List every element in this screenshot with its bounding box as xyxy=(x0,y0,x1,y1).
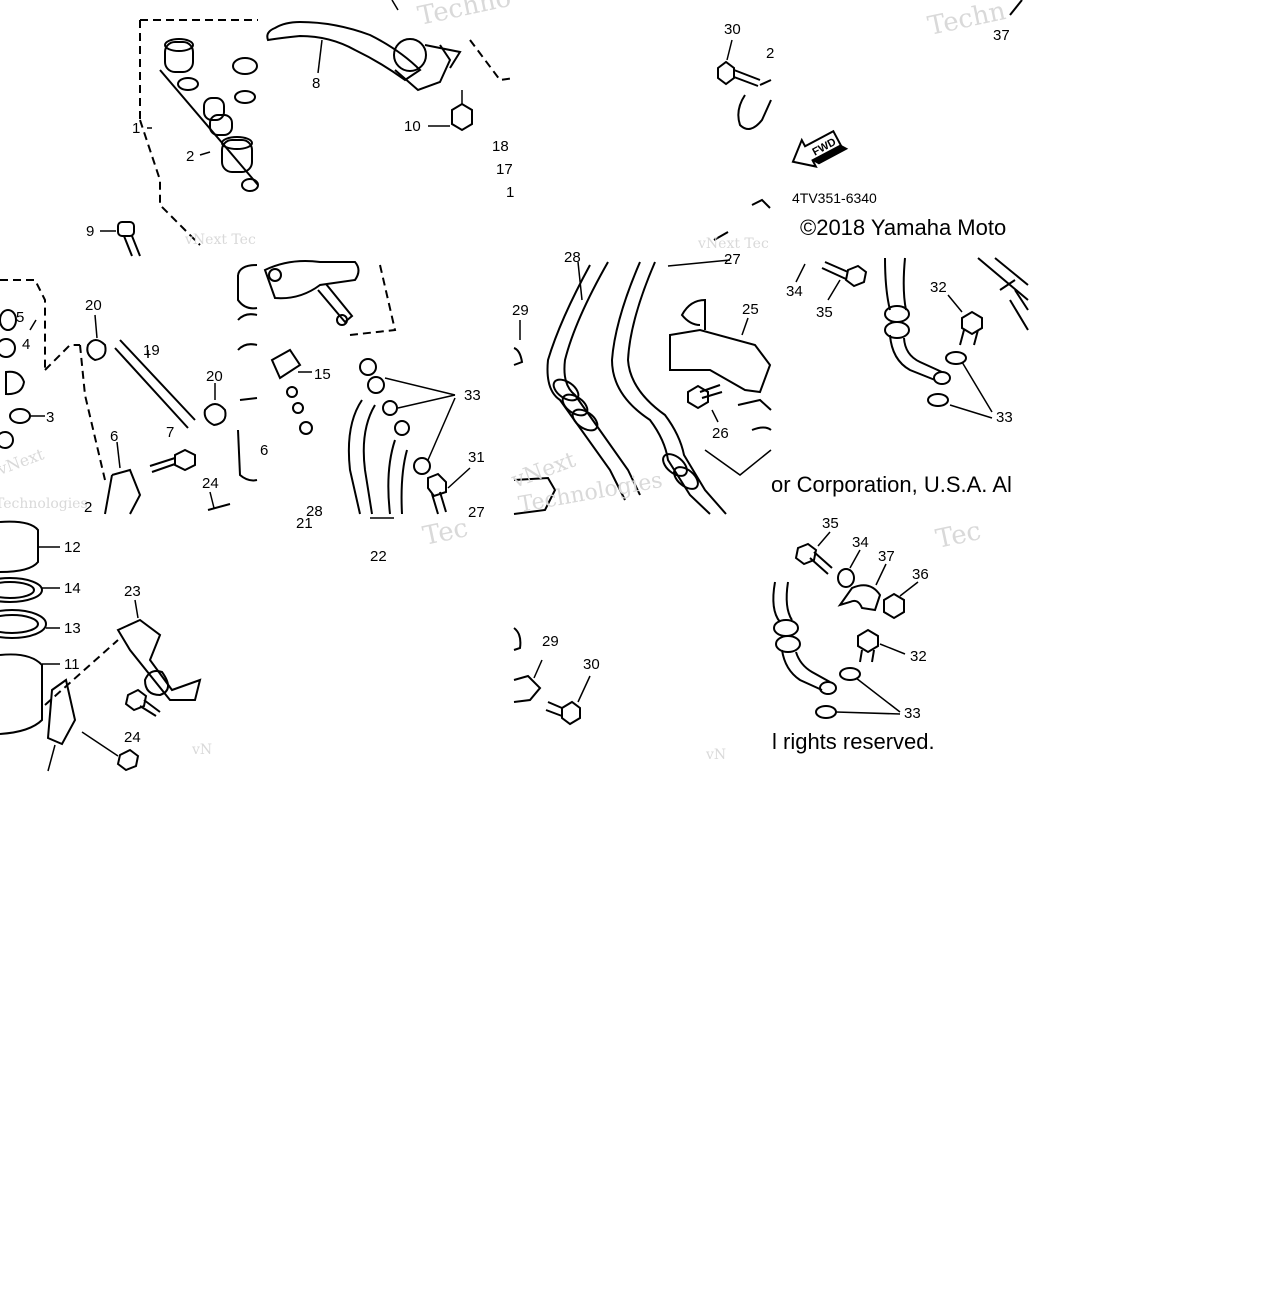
tile-i-drawing xyxy=(0,520,202,772)
tile-l-drawing xyxy=(772,531,919,719)
callout: 19 xyxy=(143,342,160,359)
tile-k-drawing xyxy=(513,627,591,726)
callout: 33 xyxy=(996,409,1013,426)
callout: 1 xyxy=(132,120,140,137)
callout: 12 xyxy=(64,539,81,556)
callout: 32 xyxy=(930,279,947,296)
callout: 6 xyxy=(260,442,268,459)
watermark: vN xyxy=(705,747,726,763)
callout: 2 xyxy=(84,499,92,516)
callout: 29 xyxy=(512,302,529,319)
copyright-line-3: l rights reserved. xyxy=(772,729,935,754)
callout: 24 xyxy=(202,475,219,492)
callout: 28 xyxy=(564,249,581,266)
callout: 1 xyxy=(506,184,514,201)
callout: 32 xyxy=(910,648,927,665)
callout: 37 xyxy=(878,548,895,565)
watermark: Technologies xyxy=(0,496,88,512)
watermark: Tec xyxy=(420,513,471,552)
callout: 31 xyxy=(468,449,485,466)
callout: 5 xyxy=(16,309,24,326)
watermark: vNext Tec xyxy=(697,236,769,252)
callout: 36 xyxy=(912,566,929,583)
watermark: vNext Tec xyxy=(184,232,256,248)
callout: 25 xyxy=(742,301,759,318)
callout: 30 xyxy=(724,21,741,38)
callout: 35 xyxy=(822,515,839,532)
callout: 20 xyxy=(85,297,102,314)
callout: 24 xyxy=(124,729,141,746)
callout: 18 xyxy=(492,138,509,155)
tile-f-drawing xyxy=(237,260,471,519)
tile-b-drawing xyxy=(266,0,515,132)
callout: 10 xyxy=(404,118,421,135)
tile-e-drawing xyxy=(0,279,231,515)
callout: 34 xyxy=(786,283,803,300)
callout: 14 xyxy=(64,580,81,597)
tile-c-drawing xyxy=(713,39,772,241)
callout: 4 xyxy=(22,336,30,353)
callout: 27 xyxy=(724,251,741,268)
tile-d-drawing: FWD xyxy=(791,0,1023,168)
watermark: vNext xyxy=(0,444,47,479)
tile-h-drawing xyxy=(795,257,1029,419)
callout: 26 xyxy=(712,425,729,442)
callout: 20 xyxy=(206,368,223,385)
watermark: vN xyxy=(191,742,212,758)
callout: 17 xyxy=(496,161,513,178)
callout: 2 xyxy=(766,45,774,62)
callout: 37 xyxy=(993,27,1010,44)
callout: 9 xyxy=(86,223,94,240)
tile-a-drawing xyxy=(100,19,259,257)
callout: 8 xyxy=(312,75,320,92)
watermark: Tec xyxy=(933,516,984,555)
callout: 22 xyxy=(370,548,387,565)
callout: 7 xyxy=(166,424,174,441)
callout: 34 xyxy=(852,534,869,551)
callout: 29 xyxy=(542,633,559,650)
callout: 33 xyxy=(904,705,921,722)
copyright-line-2: or Corporation, U.S.A. Al xyxy=(771,472,1012,497)
callout: 30 xyxy=(583,656,600,673)
callout: 27 xyxy=(468,504,485,521)
tile-g-drawing xyxy=(513,259,772,515)
callout: 33 xyxy=(464,387,481,404)
watermark: Techno xyxy=(415,0,514,32)
callout: 13 xyxy=(64,620,81,637)
callout: 6 xyxy=(110,428,118,445)
callout: 28 xyxy=(306,503,323,520)
part-code: 4TV351-6340 xyxy=(792,190,877,206)
fwd-arrow-icon: FWD xyxy=(791,129,849,168)
callout: 23 xyxy=(124,583,141,600)
callout: 35 xyxy=(816,304,833,321)
callout: 3 xyxy=(46,409,54,426)
copyright-line-1: ©2018 Yamaha Moto xyxy=(800,215,1006,240)
callout: 2 xyxy=(186,148,194,165)
callout: 11 xyxy=(64,656,80,673)
callout: 21 xyxy=(296,515,313,532)
callout: 15 xyxy=(314,366,331,383)
